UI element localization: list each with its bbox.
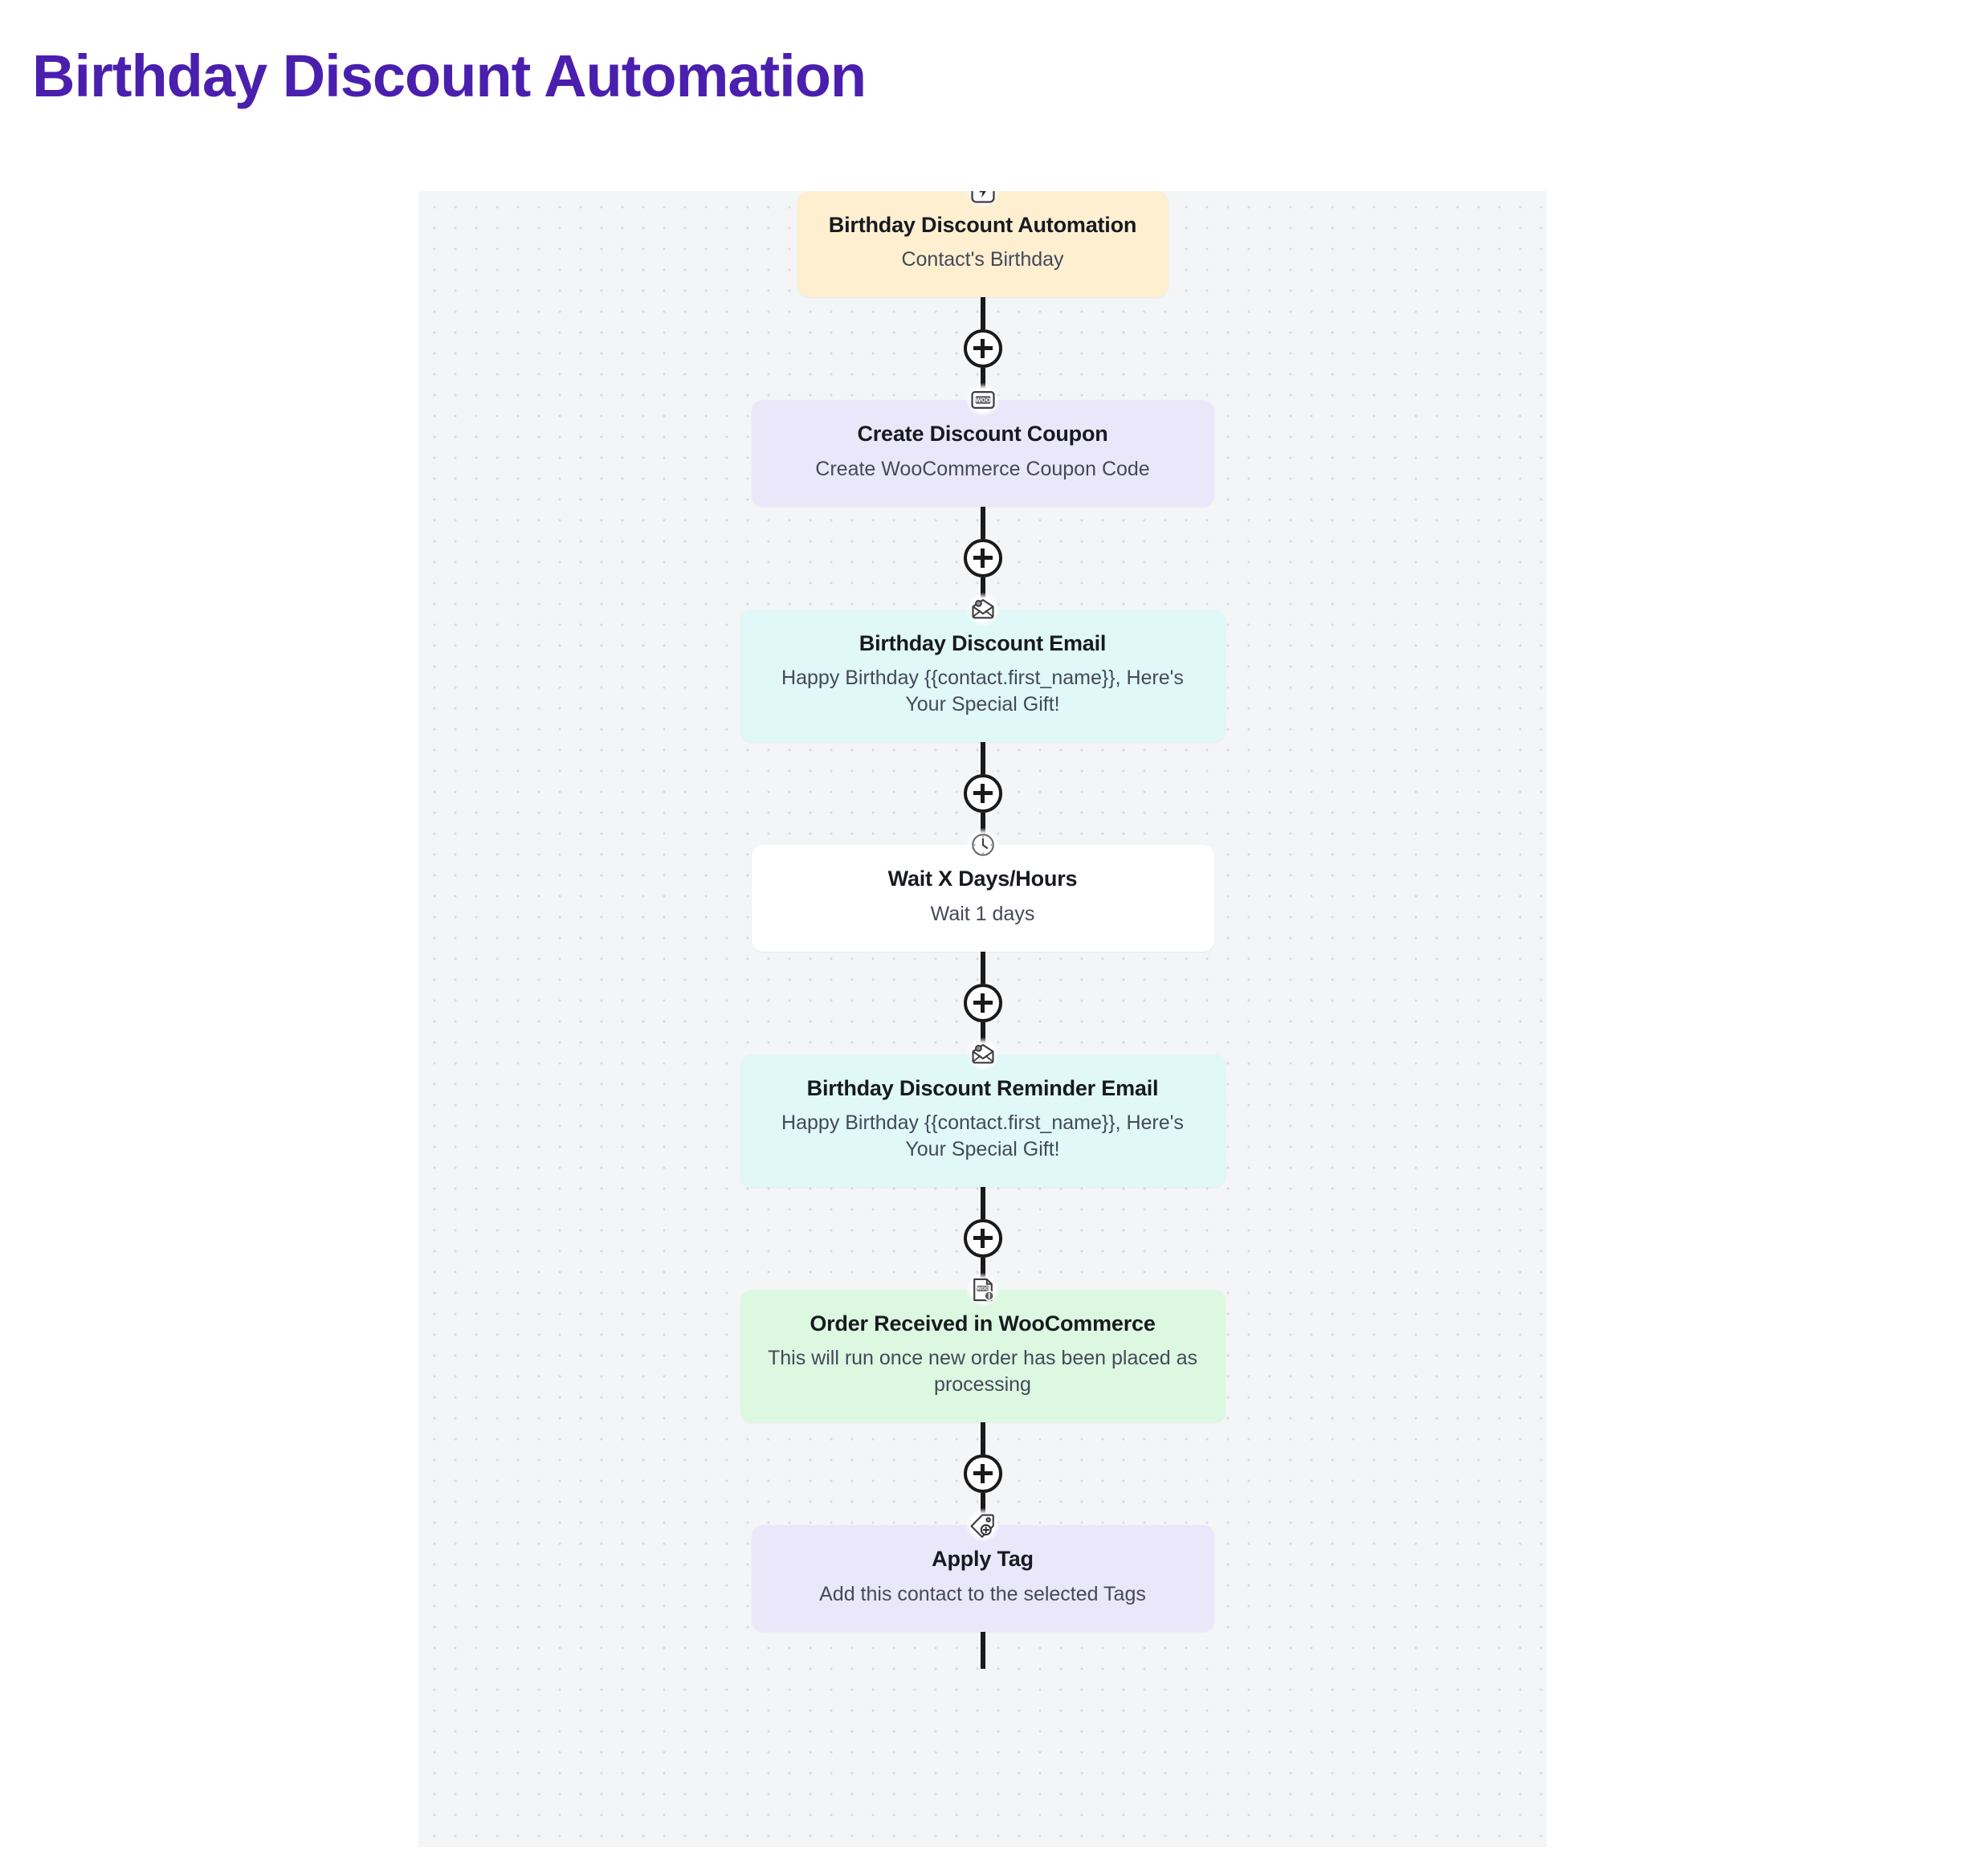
svg-text:WOO: WOO: [975, 397, 990, 404]
plus-icon: [973, 1228, 993, 1248]
node-title: Wait X Days/Hours: [887, 867, 1078, 891]
clock-icon: [965, 828, 1000, 863]
node-subtitle: Happy Birthday {{contact.first_name}}, H…: [781, 667, 1184, 716]
automation-flow-canvas[interactable]: Birthday Discount Automation Contact's B…: [418, 191, 1547, 1847]
add-step-button-2[interactable]: [963, 538, 1002, 577]
node-subtitle: Add this contact to the selected Tags: [819, 1582, 1146, 1605]
node-subtitle: Wait 1 days: [930, 902, 1035, 925]
plus-icon: [973, 784, 993, 804]
flow-connector-line: [980, 1186, 985, 1219]
add-step-button-4[interactable]: [963, 983, 1002, 1022]
plus-icon: [973, 1464, 993, 1484]
flow-connector-line-end: [980, 1631, 985, 1669]
lightning-bolt-icon: [965, 191, 1000, 208]
tag-plus-icon: [965, 1508, 1000, 1543]
woocommerce-coupon-icon: WOO: [965, 383, 1000, 418]
plus-icon: [973, 993, 993, 1013]
plus-icon: [973, 548, 993, 568]
node-title: Order Received in WooCommerce: [810, 1311, 1156, 1336]
svg-text:WOO: WOO: [977, 1287, 989, 1292]
node-title: Birthday Discount Reminder Email: [806, 1075, 1159, 1100]
woocommerce-order-icon: WOO: [965, 1272, 1000, 1307]
add-step-button-1[interactable]: [963, 329, 1002, 369]
send-email-icon: [965, 592, 1000, 626]
page-title: Birthday Discount Automation: [32, 43, 867, 109]
node-title: Birthday Discount Email: [859, 630, 1107, 655]
flow-node-reminder-email[interactable]: Birthday Discount Reminder Email Happy B…: [740, 1037, 1226, 1187]
flow-connector-line: [980, 506, 985, 539]
node-subtitle: Contact's Birthday: [901, 248, 1064, 271]
flow-node-discount-email[interactable]: Birthday Discount Email Happy Birthday {…: [740, 592, 1226, 743]
add-step-button-3[interactable]: [963, 774, 1002, 814]
flow-node-apply-tag[interactable]: Apply Tag Add this contact to the select…: [751, 1508, 1214, 1632]
flow-node-trigger[interactable]: Birthday Discount Automation Contact's B…: [797, 191, 1169, 298]
flow-connector-line: [980, 297, 985, 330]
add-step-button-5[interactable]: [963, 1218, 1002, 1258]
plus-icon: [973, 339, 993, 359]
flow-node-wait[interactable]: Wait X Days/Hours Wait 1 days: [751, 828, 1214, 952]
flow-connector-line: [980, 1422, 985, 1455]
flow-node-order-received[interactable]: WOO Order Received in WooCommerce This w…: [740, 1272, 1226, 1423]
node-subtitle: Create WooCommerce Coupon Code: [815, 457, 1150, 480]
flow-node-stack: Birthday Discount Automation Contact's B…: [418, 191, 1547, 1669]
node-title: Apply Tag: [932, 1547, 1034, 1572]
node-subtitle: This will run once new order has been pl…: [767, 1347, 1198, 1397]
add-step-button-6[interactable]: [963, 1454, 1002, 1494]
flow-connector-line: [980, 742, 985, 775]
send-email-icon: [965, 1037, 1000, 1071]
node-title: Create Discount Coupon: [857, 422, 1108, 447]
flow-connector-line: [980, 951, 985, 984]
node-subtitle: Happy Birthday {{contact.first_name}}, H…: [781, 1111, 1184, 1160]
node-title: Birthday Discount Automation: [828, 213, 1137, 237]
flow-node-create-coupon[interactable]: WOO Create Discount Coupon Create WooCom…: [751, 383, 1214, 507]
